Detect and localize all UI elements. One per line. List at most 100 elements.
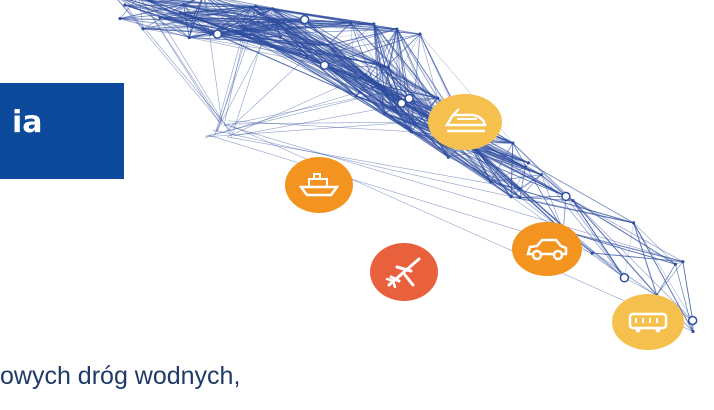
network-node xyxy=(632,221,636,225)
train-icon xyxy=(443,107,487,137)
network-line xyxy=(272,8,386,93)
network-line xyxy=(227,136,520,190)
network-line xyxy=(411,131,542,176)
network-node xyxy=(446,155,450,159)
network-line xyxy=(350,22,374,25)
network-line xyxy=(656,263,676,296)
network-line xyxy=(512,142,574,201)
network-node xyxy=(590,251,594,255)
network-line xyxy=(143,28,308,57)
network-line xyxy=(124,4,251,8)
network-node xyxy=(436,96,440,100)
network-line xyxy=(350,22,357,96)
network-line xyxy=(541,174,567,197)
network-line xyxy=(159,17,236,33)
network-node xyxy=(182,3,186,7)
title-text: ia xyxy=(12,105,43,140)
network-line xyxy=(274,19,402,104)
network-line xyxy=(205,121,415,138)
network-line xyxy=(396,28,412,132)
network-line xyxy=(565,196,625,279)
network-line xyxy=(592,252,683,263)
network-node xyxy=(118,16,122,21)
network-line xyxy=(373,23,403,104)
network-line xyxy=(163,0,256,7)
network-line xyxy=(572,200,625,279)
network-line xyxy=(468,140,567,197)
network-line xyxy=(355,84,378,97)
network-node xyxy=(278,35,283,39)
network-line xyxy=(624,277,657,296)
network-node xyxy=(354,94,358,98)
network-line xyxy=(119,18,190,39)
network-line xyxy=(119,0,137,19)
network-node xyxy=(509,195,513,199)
network-line xyxy=(235,21,259,33)
network-line xyxy=(396,29,403,104)
network-line xyxy=(217,6,256,132)
network-line xyxy=(350,22,402,104)
network-node xyxy=(326,43,330,47)
network-node xyxy=(561,191,571,202)
network-line xyxy=(183,4,251,35)
network-line xyxy=(419,34,438,99)
network-line xyxy=(528,162,634,224)
network-line xyxy=(141,0,222,122)
network-line xyxy=(224,91,386,126)
network-line xyxy=(682,261,694,321)
network-node xyxy=(273,18,277,22)
network-line xyxy=(235,31,357,97)
network-node xyxy=(476,150,480,154)
network-node xyxy=(687,315,698,326)
network-line xyxy=(117,0,223,125)
network-line xyxy=(540,174,564,232)
network-line xyxy=(411,131,567,197)
network-line xyxy=(232,8,273,133)
network-line xyxy=(166,17,211,35)
network-node xyxy=(349,21,353,25)
network-line xyxy=(241,22,351,27)
network-line xyxy=(355,63,379,97)
network-line xyxy=(235,22,351,33)
network-line xyxy=(250,6,374,25)
network-line xyxy=(572,200,693,321)
network-node xyxy=(383,111,387,115)
title-box: ia xyxy=(0,83,124,179)
network-line xyxy=(119,4,184,20)
network-line xyxy=(216,19,276,132)
network-line xyxy=(119,5,256,19)
network-line xyxy=(205,85,381,139)
network-line xyxy=(231,121,415,125)
network-node xyxy=(681,260,685,264)
network-line xyxy=(633,222,694,332)
network-line xyxy=(490,142,514,182)
network-line xyxy=(124,0,214,34)
network-line xyxy=(272,8,305,21)
network-node xyxy=(526,161,530,165)
network-line xyxy=(377,28,398,85)
network-line xyxy=(281,26,357,97)
network-node xyxy=(299,14,310,25)
network-line xyxy=(189,19,305,39)
network-line xyxy=(377,28,398,65)
network-node xyxy=(372,22,376,26)
network-node xyxy=(279,24,284,29)
network-node xyxy=(375,82,379,87)
network-node xyxy=(395,110,399,114)
network-line xyxy=(413,97,438,123)
network-node xyxy=(396,98,407,108)
network-line xyxy=(222,0,251,8)
network-node xyxy=(380,101,384,105)
network-line xyxy=(149,0,184,6)
network-node xyxy=(141,27,145,31)
network-line xyxy=(183,0,195,6)
network-line xyxy=(149,0,251,8)
network-line xyxy=(624,222,634,278)
network-node xyxy=(248,5,252,9)
network-line xyxy=(258,22,357,96)
network-line xyxy=(226,56,308,132)
train-badge xyxy=(428,94,502,150)
network-node xyxy=(518,195,522,199)
body-text: owych dróg wodnych, xyxy=(0,362,241,390)
network-line xyxy=(519,196,634,224)
